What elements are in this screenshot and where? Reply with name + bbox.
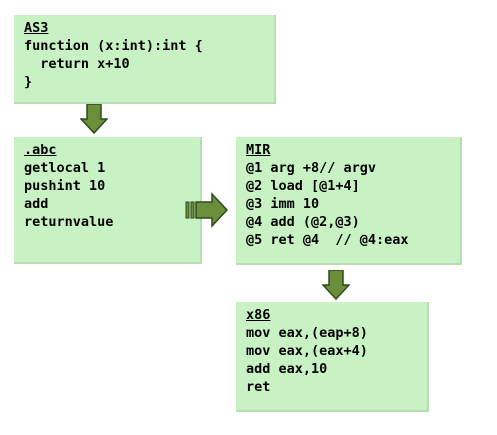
abc-code-box: .abc getlocal 1 pushint 10 add returnval… xyxy=(14,137,202,264)
code-line: } xyxy=(24,74,33,90)
arrow-down-icon xyxy=(80,104,108,134)
code-line: return x+10 xyxy=(24,56,130,72)
code-line: function (x:int):int { xyxy=(24,38,203,54)
as3-title: AS3 xyxy=(24,20,49,36)
code-line: add eax,10 xyxy=(246,361,328,377)
code-line: @2 load [@1+4] xyxy=(246,178,360,194)
code-line: @4 add (@2,@3) xyxy=(246,214,360,230)
code-line: pushint 10 xyxy=(24,178,106,194)
abc-title: .abc xyxy=(24,142,57,158)
code-line: ret xyxy=(246,379,271,395)
x86-code-box: x86 mov eax,(eap+8) mov eax,(eax+4) add … xyxy=(236,302,429,412)
code-line: getlocal 1 xyxy=(24,160,106,176)
code-line: @5 ret @4 // @4:eax xyxy=(246,232,409,248)
code-line: mov eax,(eap+8) xyxy=(246,325,368,341)
code-line: mov eax,(eax+4) xyxy=(246,343,368,359)
code-line: @1 arg +8// argv xyxy=(246,160,377,176)
code-line: add xyxy=(24,196,49,212)
code-line: returnvalue xyxy=(24,214,114,230)
code-line: @3 imm 10 xyxy=(246,196,320,212)
arrow-right-icon xyxy=(185,192,229,228)
as3-code-box: AS3 function (x:int):int { return x+10 } xyxy=(14,15,276,104)
mir-code-box: MIR @1 arg +8// argv @2 load [@1+4] @3 i… xyxy=(236,137,462,265)
mir-title: MIR xyxy=(246,142,271,158)
arrow-down-icon xyxy=(322,270,350,300)
x86-title: x86 xyxy=(246,307,271,323)
